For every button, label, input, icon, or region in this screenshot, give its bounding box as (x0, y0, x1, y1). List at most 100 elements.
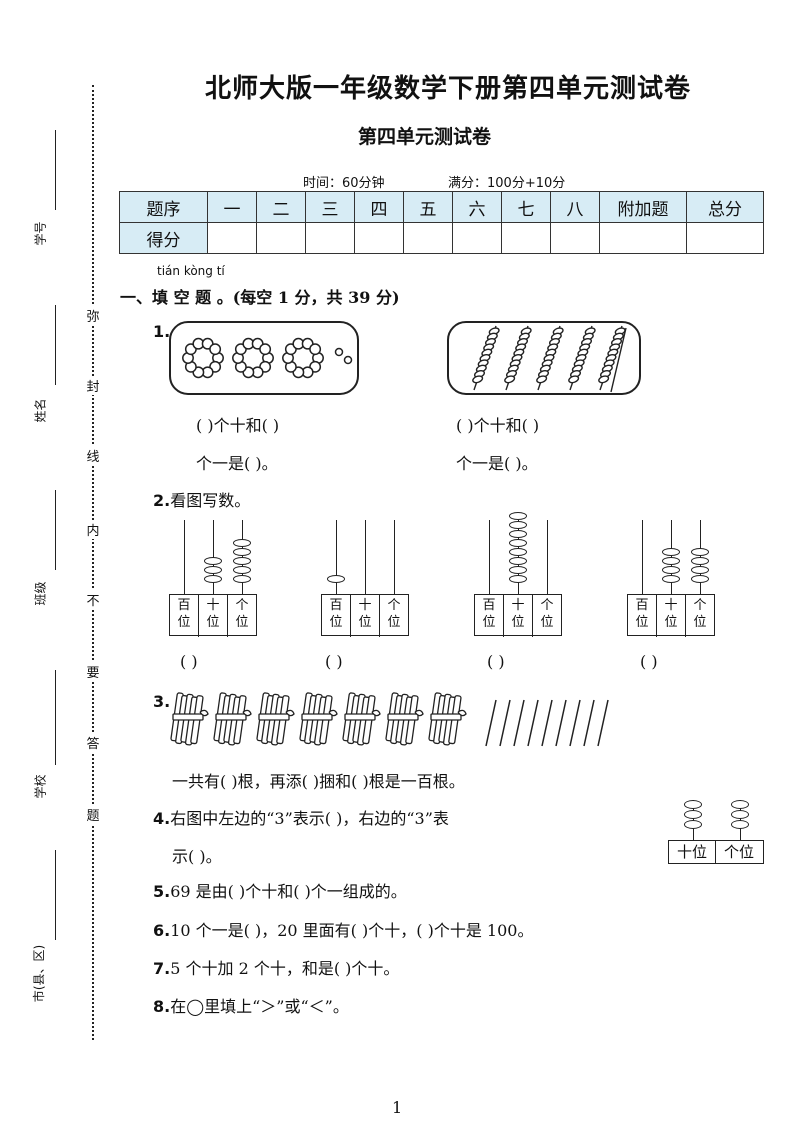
abacus-bead (691, 557, 709, 565)
stick-bundle (256, 692, 295, 746)
abacus-rod (336, 520, 337, 594)
abacus-bead (662, 566, 680, 574)
q2-answer-2[interactable]: ( ) (325, 652, 343, 671)
seal-char-3: 线 (84, 446, 102, 465)
place-label: 百 位 (475, 595, 504, 637)
q4-line2: 示( )。 (172, 847, 222, 866)
header-cell: 八 (550, 191, 600, 223)
single-stick (597, 699, 609, 747)
q7-line: 7.5 个十加 2 个十，和是( )个十。 (153, 955, 399, 979)
student-id-label: 学号 (33, 221, 48, 246)
abacus-rod (489, 520, 490, 594)
page-subtitle: 第四单元测试卷 (358, 126, 492, 148)
place-label: 百 位 (322, 595, 351, 637)
score-input-cell[interactable] (686, 222, 764, 254)
q1-beads-picture (169, 321, 359, 395)
ten-bead-ring (282, 337, 324, 379)
place-label: 个 位 (540, 598, 554, 630)
q2-text: 看图写数。 (170, 491, 251, 510)
single-stick (610, 327, 627, 393)
score-table: 题序 一 二 三 四 五 六 七 八 附加题 总分 得分 (119, 191, 764, 254)
q5-text: 69 是由( )个十和( )个一组成的。 (170, 882, 407, 901)
score-input-cell[interactable] (599, 222, 687, 254)
seal-char-8: 题 (84, 805, 102, 824)
full-score-info: 满分：100分+10分 (448, 176, 566, 191)
abacus-bead (731, 810, 749, 819)
score-input-cell[interactable] (354, 222, 404, 254)
q1-bead-sticks-picture (447, 321, 641, 395)
score-input-cell[interactable] (501, 222, 551, 254)
abacus-rod (547, 520, 548, 594)
abacus-bead (509, 512, 527, 520)
q1-number: 1. (153, 322, 171, 341)
score-input-cell[interactable] (550, 222, 600, 254)
score-input-cell[interactable] (207, 222, 257, 254)
seal-char-1: 弥 (84, 306, 102, 325)
score-input-cell[interactable] (403, 222, 453, 254)
q6-text: 10 个一是( )，20 里面有( )个十，( )个十是 100。 (170, 921, 534, 940)
class-label: 班级 (33, 581, 48, 606)
q2-answer-3[interactable]: ( ) (487, 652, 505, 671)
abacus-bead (509, 566, 527, 574)
seal-char-2: 封 (84, 376, 102, 395)
ten-bead-stick (536, 325, 564, 391)
abacus-place-labels: 百 位十 位个 位 (474, 594, 562, 637)
abacus-bead (204, 557, 222, 565)
score-input-cell[interactable] (305, 222, 355, 254)
place-label: 十位 (669, 841, 716, 863)
header-cell: 总分 (686, 191, 764, 223)
binding-dotted-line (92, 85, 94, 1040)
abacus-bead (233, 557, 251, 565)
q2-answer-4[interactable]: ( ) (640, 652, 658, 671)
section-pinyin: tián kòng tí (157, 264, 225, 278)
header-cell: 题序 (119, 191, 208, 223)
abacus-rod (642, 520, 643, 594)
abacus-bead (509, 521, 527, 529)
q4-line1: 4.右图中左边的“3”表示( )，右边的“3”表 (153, 805, 449, 829)
score-input-cell[interactable] (452, 222, 502, 254)
q3-sticks-picture (170, 692, 609, 747)
abacus-bead (233, 566, 251, 574)
q5-line: 5.69 是由( )个十和( )个一组成的。 (153, 878, 407, 902)
ten-bead-stick (504, 325, 532, 391)
school-line (55, 670, 56, 765)
q2-number: 2. (153, 491, 171, 510)
abacus-bead (233, 548, 251, 556)
school-label: 学校 (33, 774, 48, 799)
place-label: 百 位 (170, 595, 199, 637)
abacus-rod (365, 520, 366, 594)
abacus-bead (662, 557, 680, 565)
seal-char-4: 内 (84, 520, 102, 539)
abacus-bead (509, 557, 527, 565)
abacus-bead (204, 566, 222, 574)
place-label: 百 位 (628, 595, 657, 637)
abacus-bead (684, 800, 702, 809)
header-cell: 七 (501, 191, 551, 223)
q2-answer-1[interactable]: ( ) (180, 652, 198, 671)
score-input-cell[interactable] (256, 222, 306, 254)
header-cell: 二 (256, 191, 306, 223)
seal-char-5: 不 (84, 590, 102, 609)
q6-line: 6.10 个一是( )，20 里面有( )个十，( )个十是 100。 (153, 917, 533, 941)
abacus-bead (509, 530, 527, 538)
place-label: 个 位 (387, 598, 401, 630)
abacus-bead (233, 575, 251, 583)
q8-number: 8. (153, 997, 171, 1016)
place-label: 个 位 (693, 598, 707, 630)
place-label: 十 位 (657, 595, 686, 637)
section-heading: 一、填 空 题 。(每空 1 分，共 39 分) (120, 288, 400, 307)
abacus-bead (684, 810, 702, 819)
abacus-rod (184, 520, 185, 594)
q1-right-line1: ( )个十和( ) (456, 416, 540, 435)
abacus-bead (691, 575, 709, 583)
q3-text: 一共有( )根，再添( )捆和( )根是一百根。 (172, 772, 465, 791)
q2-prompt: 2.看图写数。 (153, 487, 250, 511)
score-table-header: 题序 一 二 三 四 五 六 七 八 附加题 总分 (119, 191, 764, 223)
q1-right-line2: 个一是( )。 (456, 454, 538, 473)
student-id-line (55, 130, 56, 210)
abacus-bead (731, 800, 749, 809)
place-label: 十 位 (504, 595, 533, 637)
page-title: 北师大版一年级数学下册第四单元测试卷 (205, 74, 692, 104)
q7-text: 5 个十加 2 个十，和是( )个十。 (170, 959, 400, 978)
place-label: 个位 (723, 843, 754, 861)
